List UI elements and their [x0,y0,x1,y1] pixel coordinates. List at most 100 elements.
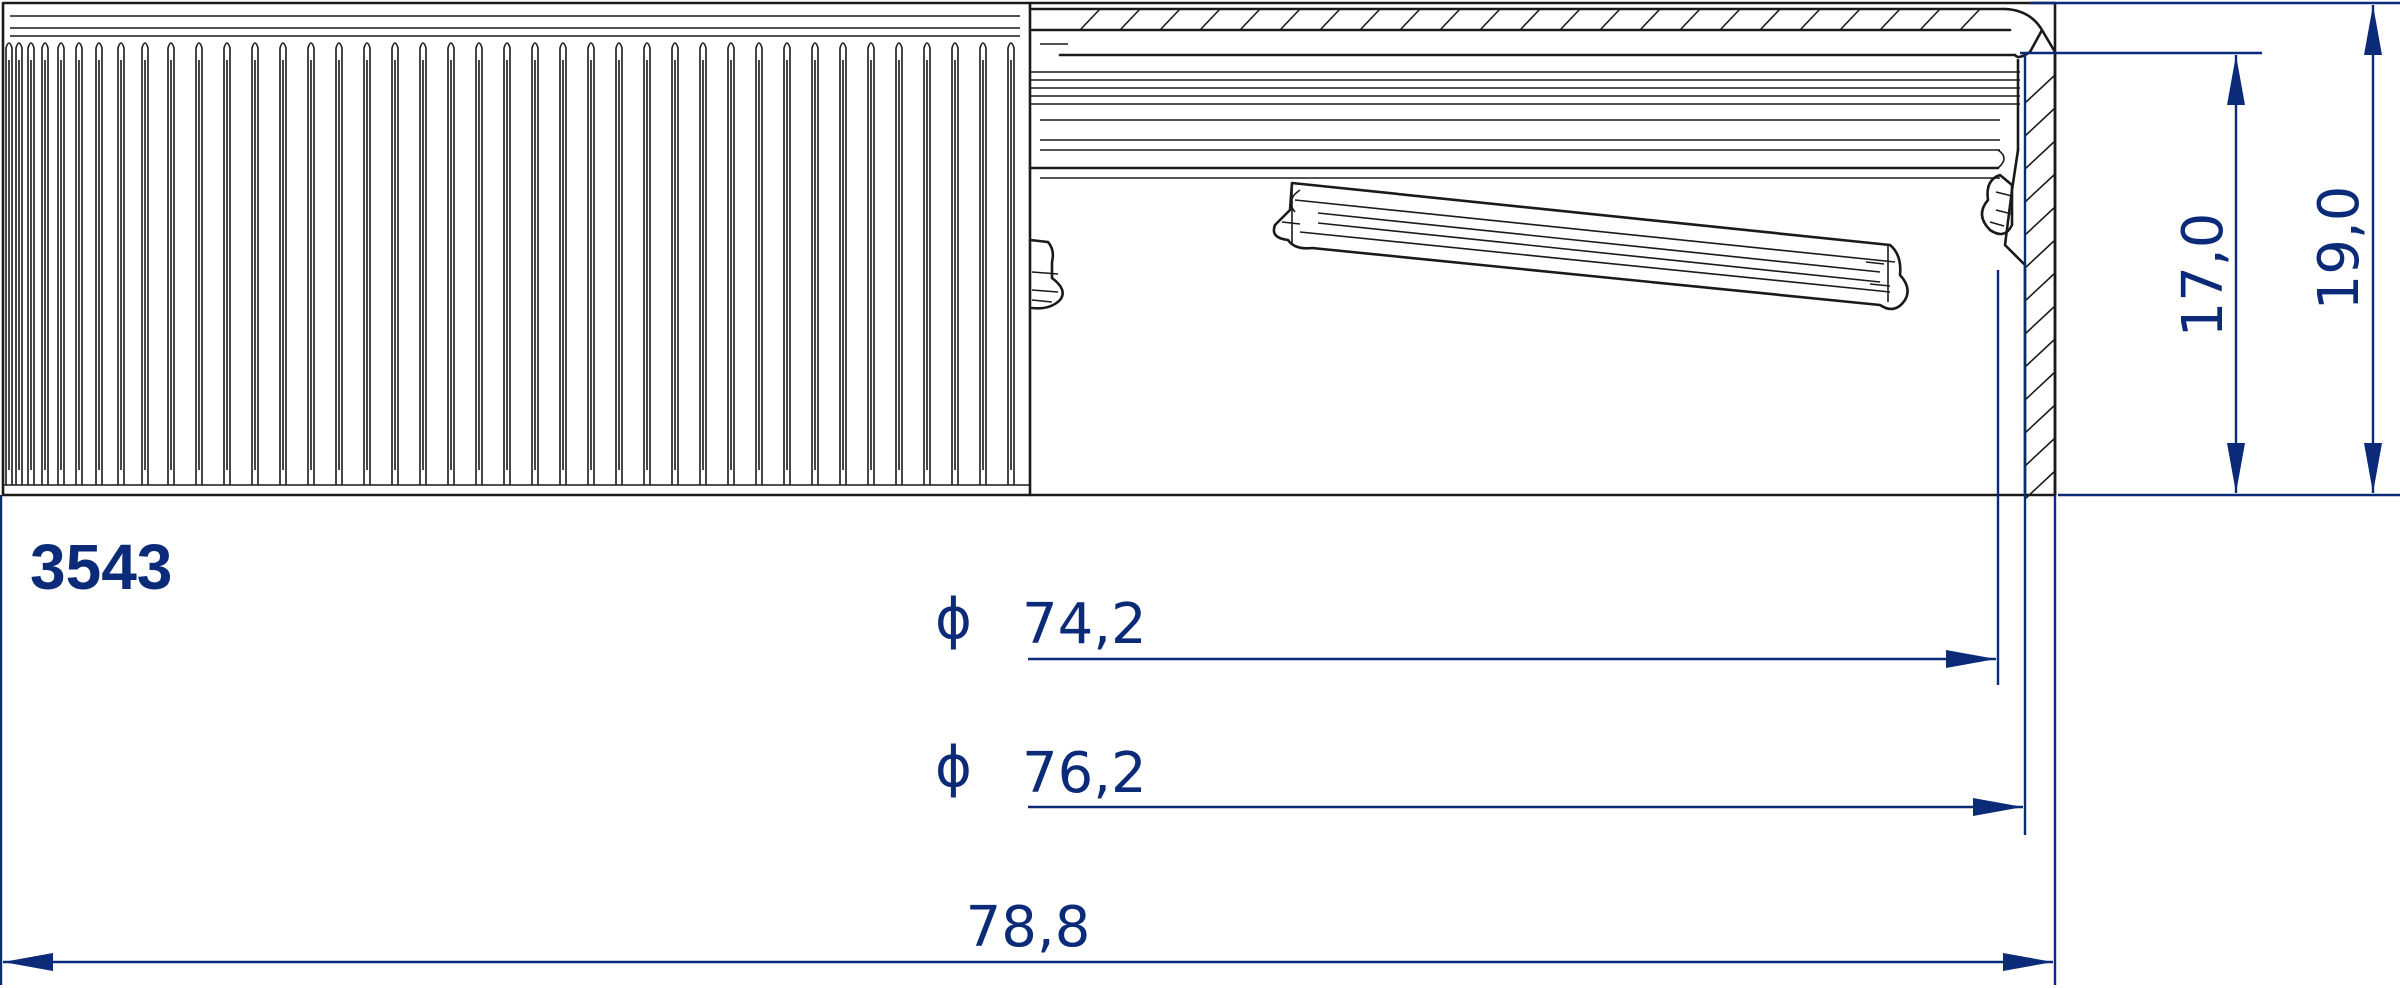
knurl-rib [951,42,959,485]
hatch-line [1839,8,1861,31]
hatch-line [1279,8,1301,31]
arrowhead [3,953,53,971]
knurl-rib [223,42,231,485]
knurl-rib [867,42,875,485]
knurl-rib [895,42,903,485]
inner-diameter-value: 74,2 [1022,592,1147,657]
section-view [1028,7,2057,500]
knurl-rib [727,42,735,485]
knurl-rib [671,42,679,485]
part-number-label: 3543 [30,531,173,603]
knurl-rib [363,42,371,485]
hatch-line [1719,8,1741,31]
hatch-line [1479,8,1501,31]
hatch-line [1919,8,1941,31]
hatch-line [1399,8,1421,31]
knurl-rib [307,42,315,485]
hatch-line [2024,173,2056,203]
knurl-rib [141,42,149,485]
hatch-line [2024,371,2056,401]
hatch-line [1199,8,1221,31]
inner-wall [2003,148,2027,497]
knurl-rib [783,42,791,485]
knurl-rib [57,42,65,485]
hatch-line [1159,8,1181,31]
knurl-rib [117,42,125,485]
arrowhead [2364,5,2382,55]
hatch-line [1959,8,1981,31]
knurl-rib [419,42,427,485]
hatch-line [2024,404,2056,434]
knurl-rib [335,42,343,485]
knurl-rib [5,42,13,485]
knurl-rib [615,42,623,485]
hatch-line [1879,8,1901,31]
knurl-rib [503,42,511,485]
hatch-line [1639,8,1661,31]
hatch-line [2024,272,2056,302]
diameter-symbol: ϕ [935,735,972,800]
knurl-rib [979,42,987,485]
hatch-line [1119,8,1141,31]
hatch-line [1519,8,1541,31]
knurl-rib [531,42,539,485]
knurl-rib [167,42,175,485]
dimension-labels: ϕ 74,2 ϕ 76,2 78,8 17,0 19,0 [935,186,2372,960]
knurl-rib [15,42,23,485]
top-plate-hatching [1079,8,1981,31]
knurl-rib [75,42,83,485]
knurl-rib [95,42,103,485]
hatch-line [2024,74,2056,104]
hatch-line [1079,8,1101,31]
total-height-value: 19,0 [2307,186,2372,311]
thread-stub-left [1028,238,1064,310]
arrowhead [2227,443,2245,493]
knurl-rib [279,42,287,485]
hatch-line [1599,8,1621,31]
hatch-line [2024,470,2056,500]
knurl-rib [839,42,847,485]
hatch-line [1679,8,1701,31]
hatch-line [2024,437,2056,467]
knurl-rib [699,42,707,485]
knurl-rib [27,42,35,485]
knurl-rib [41,42,49,485]
hatch-line [1239,8,1261,31]
knurl-rib [587,42,595,485]
outer-wall [2040,28,2057,497]
arrowhead [2003,953,2053,971]
knurl-rib [447,42,455,485]
thread-bead-right [1980,173,2014,236]
hatch-line [1359,8,1381,31]
arrowhead [2364,443,2382,493]
wall-hatching [2024,74,2056,500]
knurl-rib [195,42,203,485]
hatch-line [1799,8,1821,31]
rim-curl [2003,7,2044,59]
knurl-rib [475,42,483,485]
hatch-line [2024,206,2056,236]
hatch-line [2024,239,2056,269]
diameter-symbol: ϕ [935,587,972,652]
hatch-line [1439,8,1461,31]
knurl-rib [811,42,819,485]
hatch-line [1759,8,1781,31]
hatch-line [2024,305,2056,335]
outer-diameter-value: 78,8 [966,895,1091,960]
knurl-rib [1007,42,1015,485]
knurl-rib [391,42,399,485]
arrowhead [2227,55,2245,105]
knurl-rib [923,42,931,485]
thread-lug [1272,181,1909,311]
knurl-rib [559,42,567,485]
arrowhead [1946,650,1996,668]
hatch-line [1319,8,1341,31]
arrowhead [1973,798,2023,816]
knurl-rib [755,42,763,485]
knurled-ribs [5,42,1015,485]
thread-diameter-value: 76,2 [1022,741,1147,806]
hatch-line [2024,140,2056,170]
hatch-line [2024,338,2056,368]
